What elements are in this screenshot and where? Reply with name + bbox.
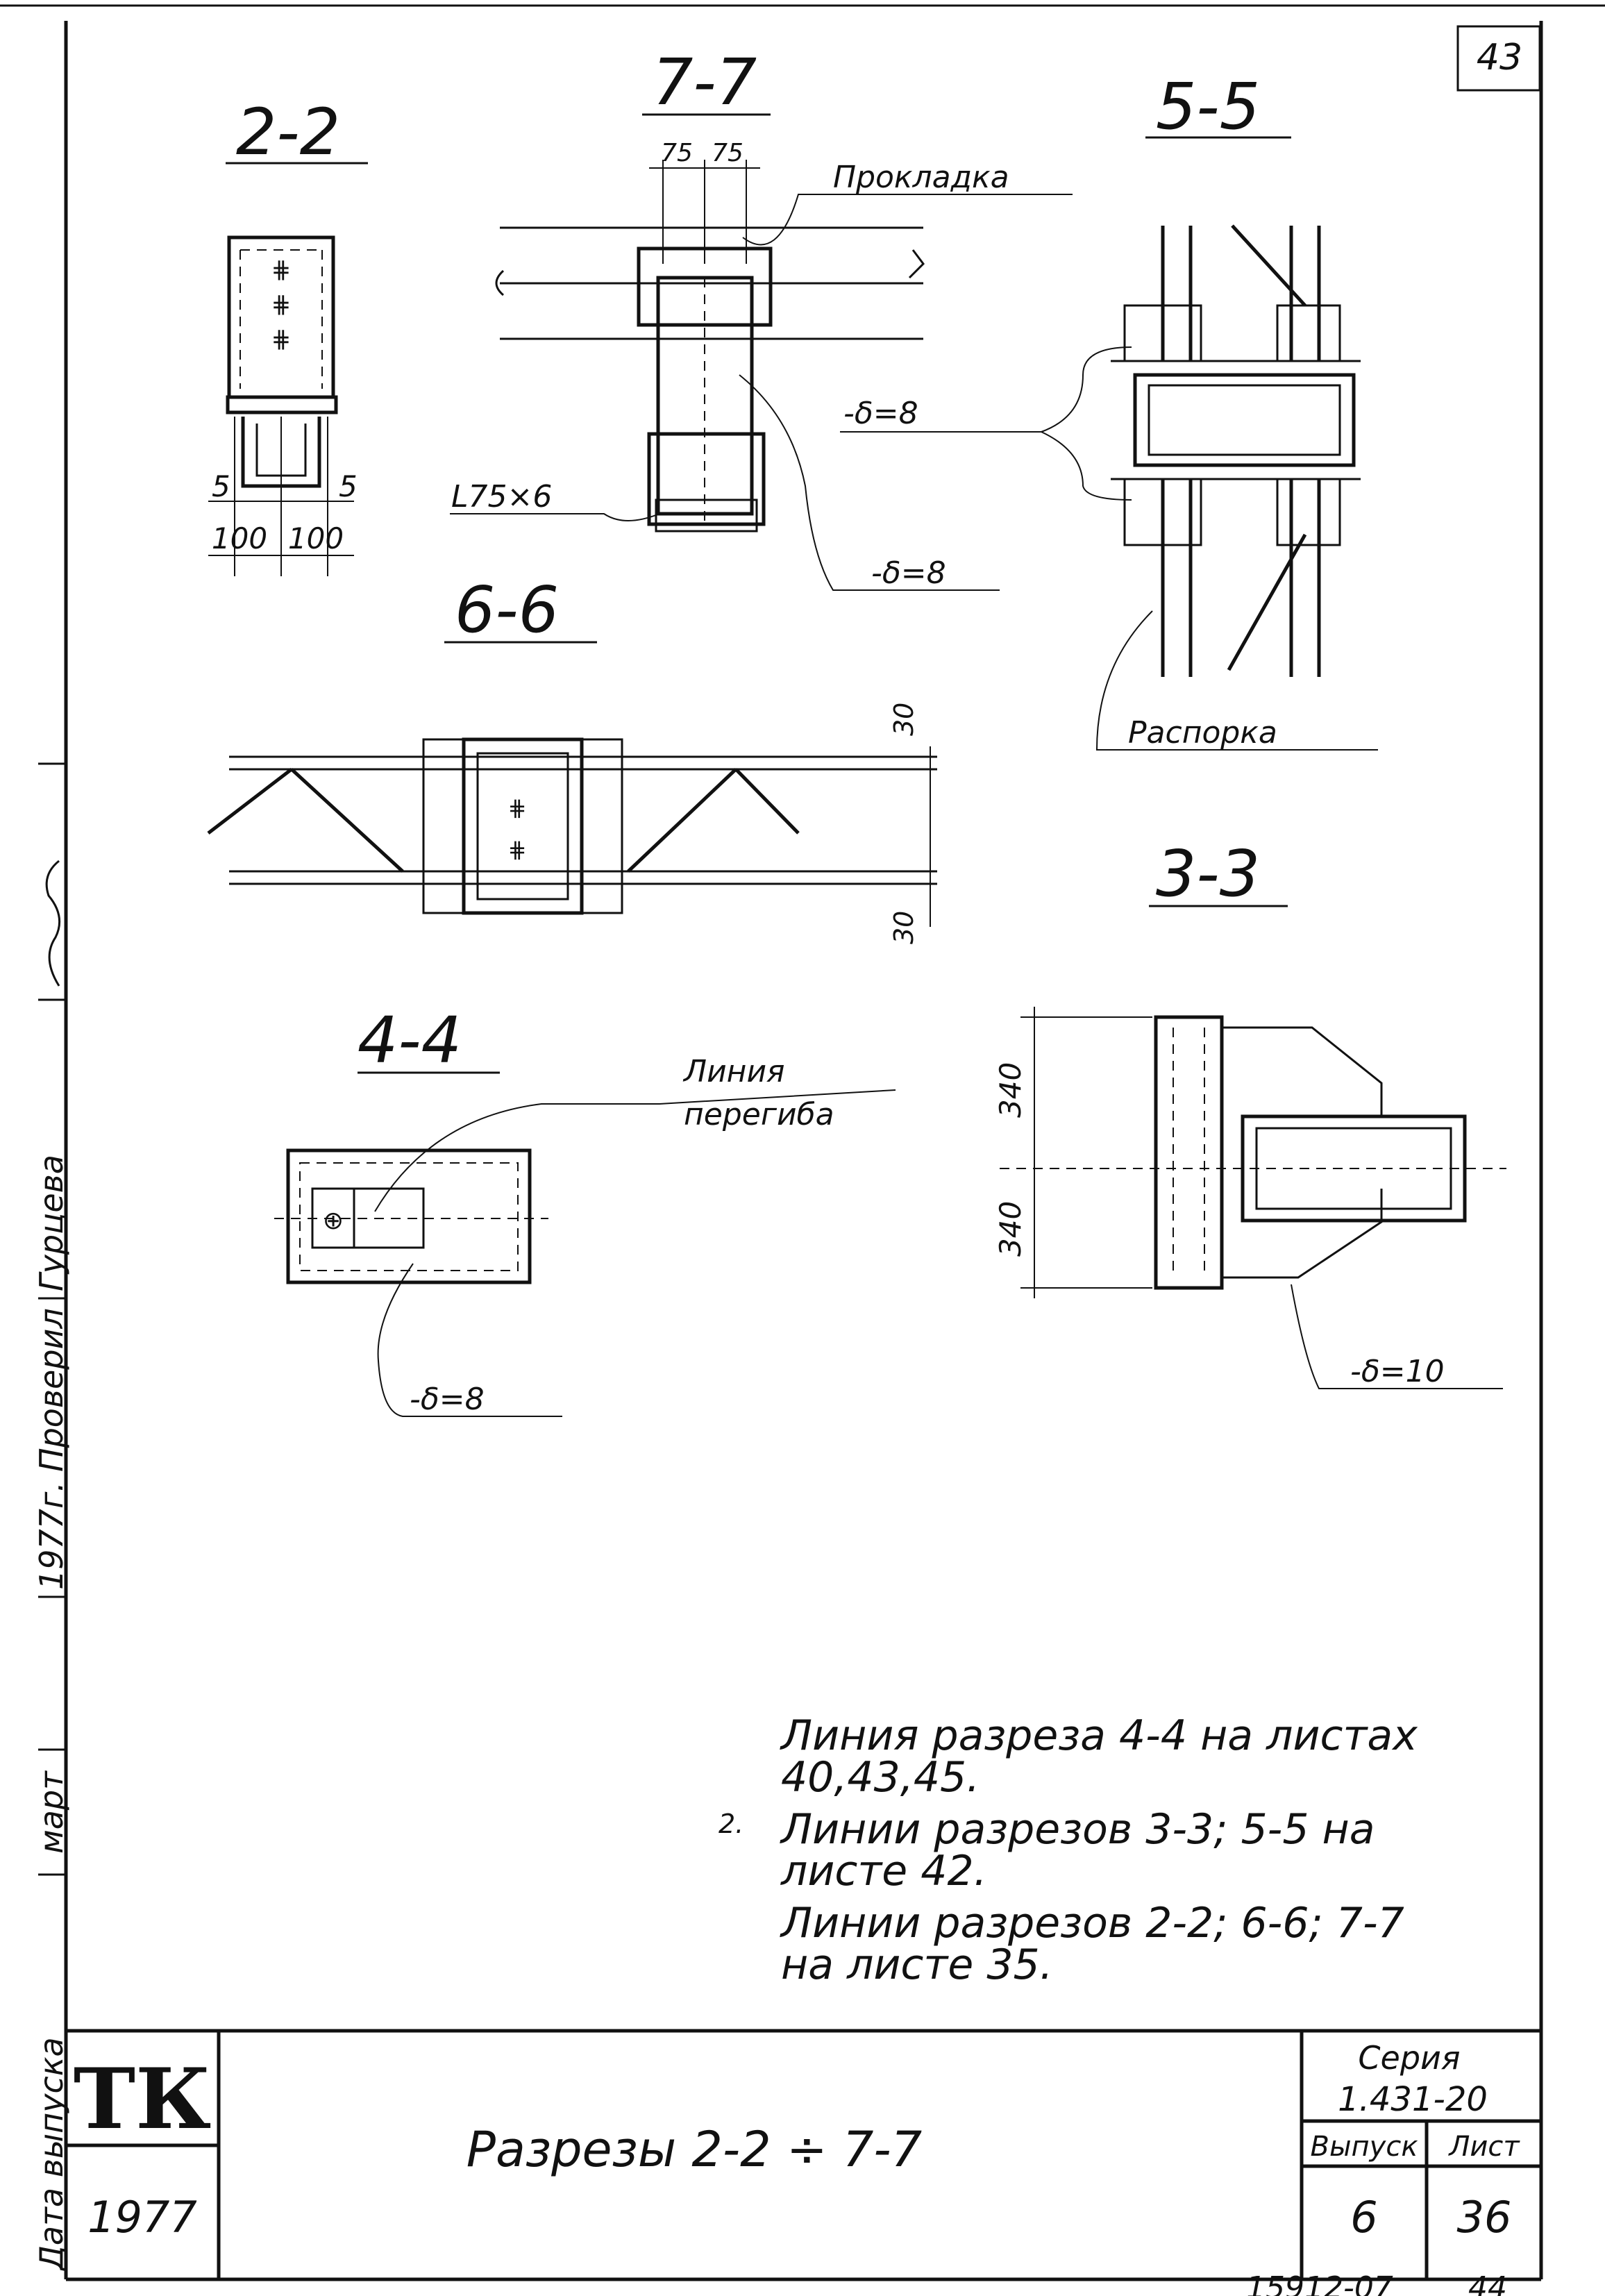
svg-text:340: 340 bbox=[993, 1062, 1027, 1118]
bottom-marks: 15912-07 44 bbox=[1246, 2270, 1507, 2296]
section-title-4-4: 4-4 bbox=[358, 1003, 462, 1078]
section-5-5: 5-5 -δ=8 Распорка bbox=[840, 69, 1378, 751]
svg-text:5: 5 bbox=[339, 469, 358, 503]
svg-text:100: 100 bbox=[288, 521, 344, 555]
side-stamp: Дата выпуска март 1977г. Проверил Гурцев… bbox=[33, 762, 70, 2272]
svg-text:⊕: ⊕ bbox=[323, 1207, 344, 1235]
callout-strut: Распорка bbox=[1128, 715, 1277, 751]
note-line: на листе 35. bbox=[781, 1941, 1053, 1989]
svg-text:30: 30 bbox=[889, 911, 919, 944]
issue-label: Выпуск bbox=[1311, 2131, 1418, 2163]
series-label: Серия bbox=[1358, 2039, 1460, 2077]
sheet-label: Лист bbox=[1447, 2131, 1520, 2163]
svg-text:⋕: ⋕ bbox=[508, 795, 527, 821]
note-line: Линия разреза 4-4 на листах bbox=[780, 1711, 1418, 1760]
stamp-month: март bbox=[33, 1770, 70, 1854]
stamp-date-label: Дата выпуска bbox=[33, 2037, 70, 2272]
callout-plate-5-5: -δ=8 bbox=[843, 396, 918, 431]
svg-text:75: 75 bbox=[712, 139, 743, 167]
section-title-2-2: 2-2 bbox=[236, 95, 340, 169]
section-3-3: 3-3 340 340 -δ=10 bbox=[993, 837, 1506, 1389]
stamp-year: 1977г. bbox=[33, 1482, 70, 1590]
svg-text:340: 340 bbox=[993, 1201, 1027, 1257]
svg-text:⋕: ⋕ bbox=[271, 256, 292, 284]
svg-text:⋕: ⋕ bbox=[271, 326, 292, 353]
notes-block: 2. Линия разреза 4-4 на листах 40,43,45.… bbox=[719, 1711, 1418, 1989]
section-title-7-7: 7-7 bbox=[653, 45, 757, 119]
drawing-title: Разрезы 2-2 ÷ 7-7 bbox=[467, 2121, 922, 2178]
corner-number-box: 43 bbox=[1456, 25, 1541, 92]
title-block: ТК 1977 Разрезы 2-2 ÷ 7-7 Серия 1.431-20… bbox=[66, 2029, 1541, 2279]
section-title-5-5: 5-5 bbox=[1156, 69, 1260, 144]
svg-text:⋕: ⋕ bbox=[271, 291, 292, 319]
callout-gasket: Прокладка bbox=[833, 160, 1009, 195]
stamp-checked-name: Гурцева bbox=[33, 1155, 70, 1291]
page-number: 44 bbox=[1468, 2270, 1507, 2296]
callout-plate-3-3: -δ=10 bbox=[1350, 1354, 1445, 1389]
issue-value: 6 bbox=[1350, 2192, 1377, 2243]
section-7-7: 7-7 75 75 Прокладка L75×6 -δ=8 bbox=[450, 45, 1073, 591]
note-line: 40,43,45. bbox=[781, 1753, 980, 1802]
series-value: 1.431-20 bbox=[1338, 2080, 1488, 2119]
section-title-3-3: 3-3 bbox=[1156, 837, 1260, 911]
section-title-6-6: 6-6 bbox=[455, 573, 559, 647]
note-line: листе 42. bbox=[780, 1847, 987, 1895]
callout-plate-7-7: -δ=8 bbox=[871, 555, 946, 591]
archive-number: 15912-07 bbox=[1246, 2270, 1393, 2296]
tk-logo: ТК bbox=[74, 2050, 211, 2148]
callout-angle: L75×6 bbox=[451, 479, 552, 514]
svg-text:⋕: ⋕ bbox=[508, 837, 527, 863]
svg-text:100: 100 bbox=[212, 521, 267, 555]
sheet-frame bbox=[0, 4, 1605, 2281]
corner-number: 43 bbox=[1477, 37, 1522, 78]
section-6-6: 6-6 ⋕ ⋕ 30 30 bbox=[207, 573, 937, 944]
note-line: Линии разрезов 3-3; 5-5 на bbox=[780, 1805, 1375, 1854]
svg-text:75: 75 bbox=[661, 139, 693, 167]
signature bbox=[45, 860, 61, 987]
callout-bend-line-2: перегиба bbox=[684, 1097, 834, 1132]
callout-bend-line-1: Линия bbox=[682, 1054, 785, 1089]
section-4-4: 4-4 ⊕ Линия перегиба -δ=8 bbox=[274, 1003, 896, 1417]
svg-text:30: 30 bbox=[889, 703, 919, 736]
stamp-checked-label: Проверил bbox=[33, 1308, 70, 1472]
callout-plate-4-4: -δ=8 bbox=[410, 1382, 485, 1417]
svg-text:5: 5 bbox=[212, 469, 230, 503]
notes-number: 2. bbox=[719, 1809, 743, 1839]
sheet-value: 36 bbox=[1457, 2192, 1512, 2243]
note-line: Линии разрезов 2-2; 6-6; 7-7 bbox=[780, 1899, 1404, 1947]
section-2-2: 2-2 ⋕ ⋕ ⋕ 5 5 100 100 bbox=[208, 95, 368, 576]
title-block-year: 1977 bbox=[87, 2192, 197, 2243]
